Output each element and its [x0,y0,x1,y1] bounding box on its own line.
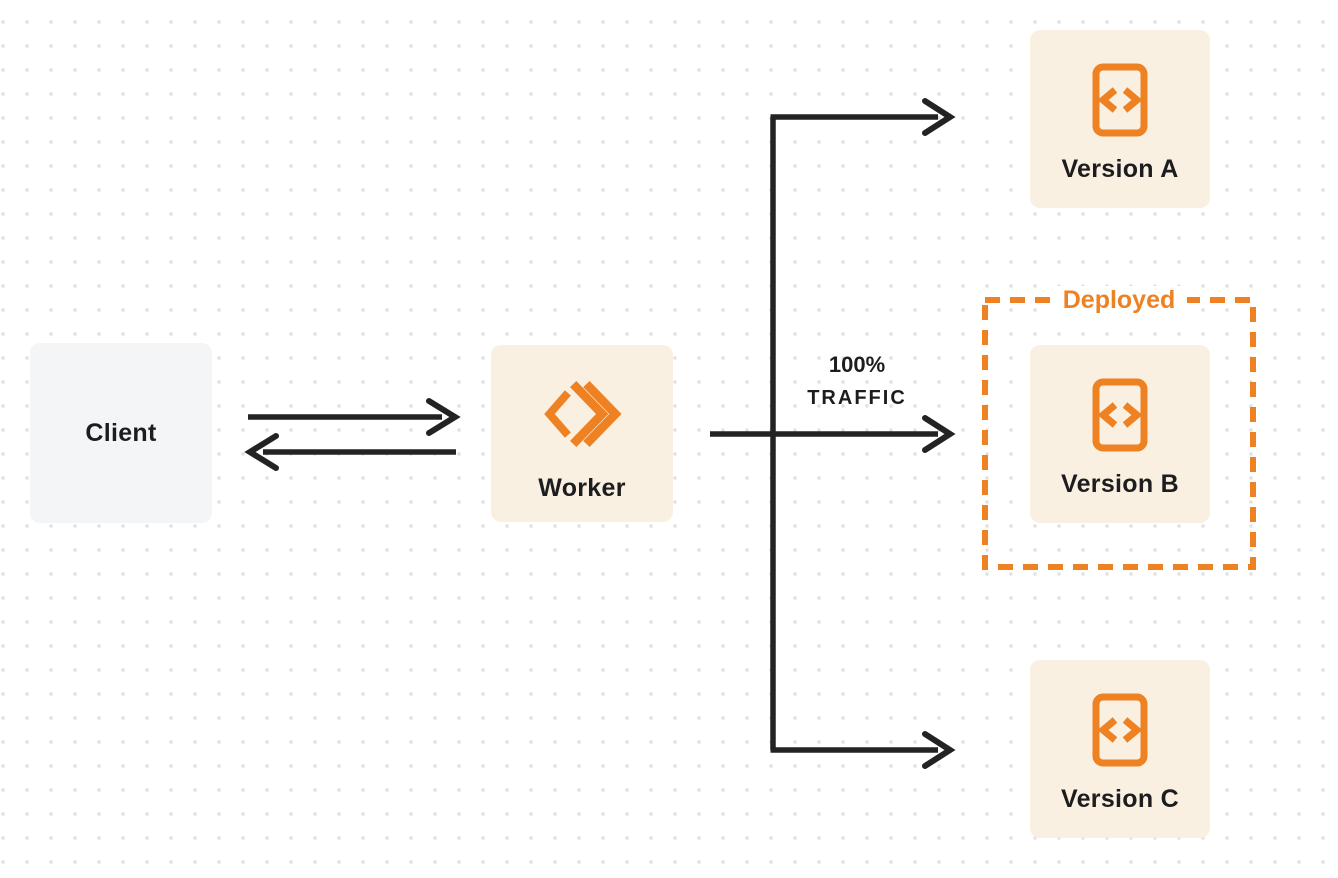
traffic-word-text: TRAFFIC [807,387,907,409]
version-a-label: Version A [1061,154,1179,183]
node-client: Client [30,343,212,523]
code-file-icon [1092,63,1148,136]
arrow-worker-to-version-a [770,98,956,136]
arrow-worker-to-version-c [770,731,956,769]
node-worker: Worker [491,345,673,522]
arrow-worker-to-version-b [710,415,956,453]
arrow-client-to-worker [248,398,461,436]
version-c-label: Version C [1060,784,1180,813]
code-file-icon [1092,378,1148,451]
node-version-b: Version B [1030,345,1210,523]
traffic-percent-text: 100% [828,352,886,377]
client-label: Client [85,418,157,447]
worker-label: Worker [538,474,626,502]
arrow-worker-to-client [244,433,456,471]
node-version-c: Version C [1030,660,1210,838]
code-file-icon [1092,693,1148,766]
worker-double-chevron-icon [544,381,622,447]
deployed-label-text: Deployed [1050,286,1188,314]
deployed-annotation: Deployed [985,286,1253,318]
version-b-label: Version B [1060,469,1180,498]
node-version-a: Version A [1030,30,1210,208]
traffic-annotation: 100% TRAFFIC [766,352,948,410]
